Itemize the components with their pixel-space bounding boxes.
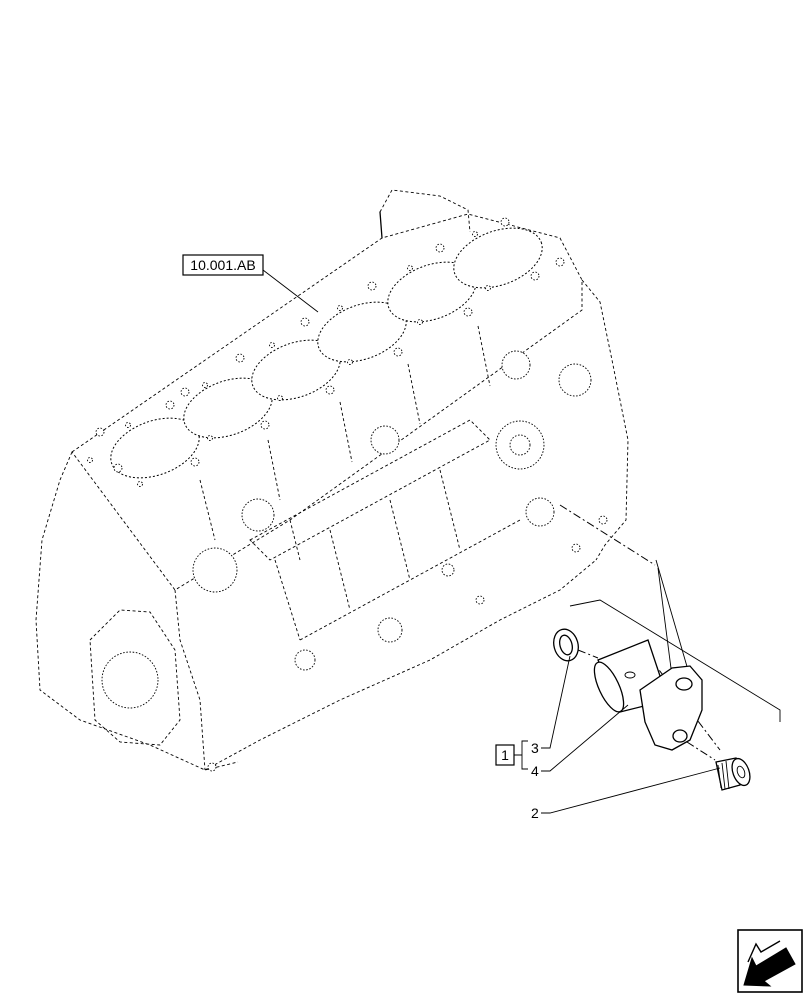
callout-4-leader <box>541 704 629 772</box>
callout-4-number[interactable]: 4 <box>531 763 539 779</box>
callout-3[interactable]: 3 <box>531 655 571 756</box>
group-bracket <box>514 740 528 770</box>
reference-label[interactable]: 10.001.AB <box>190 257 255 273</box>
callout-4[interactable]: 4 <box>531 704 629 779</box>
engine-block-drawing <box>35 189 629 772</box>
callout-2-number[interactable]: 2 <box>531 805 539 821</box>
callout-2-leader <box>541 767 721 814</box>
exploded-parts <box>553 559 781 791</box>
callout-3-leader <box>541 655 571 749</box>
reference-callout[interactable]: 10.001.AB <box>182 254 319 313</box>
oil-tube-part <box>593 639 716 761</box>
reference-leader-line <box>262 269 319 313</box>
group-callout: 1 <box>495 740 528 770</box>
reference-label-box[interactable] <box>182 254 264 276</box>
callout-2[interactable]: 2 <box>531 767 721 821</box>
o-ring-part <box>553 628 579 662</box>
callout-3-number[interactable]: 3 <box>531 740 539 756</box>
arrow-next-page-icon[interactable] <box>737 929 803 993</box>
group-label: 1 <box>501 747 509 763</box>
screw-part <box>715 757 751 791</box>
